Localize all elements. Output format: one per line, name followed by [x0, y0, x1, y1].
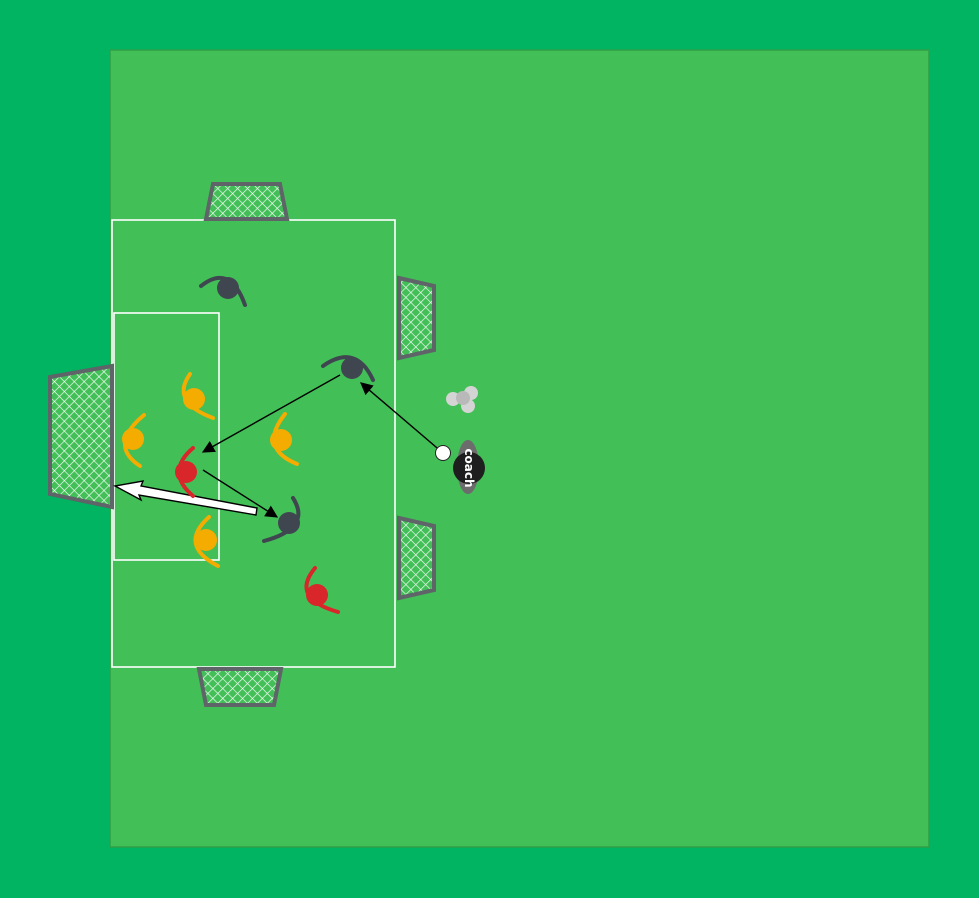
mini-goal-right-upper	[397, 275, 436, 361]
player-topdown-icon	[270, 412, 299, 466]
player-dark-2	[321, 355, 375, 382]
cones-icon	[446, 386, 478, 413]
player-topdown-icon	[304, 566, 340, 614]
goal-net-icon	[203, 182, 290, 221]
player-yellow-2	[122, 413, 146, 468]
player-topdown-icon	[181, 372, 215, 420]
shot-arrow	[112, 480, 258, 516]
player-dark-3	[262, 496, 301, 543]
pass-arrow-dark-to-red	[201, 374, 341, 453]
goal-net-icon	[397, 275, 436, 361]
ball-icon	[435, 445, 451, 461]
coach-marker: coach	[453, 440, 485, 494]
pitch	[109, 49, 930, 848]
mini-goal-right-lower	[397, 515, 436, 601]
pass-arrow-red-to-dark	[202, 469, 279, 518]
goal-net-icon	[196, 667, 284, 707]
player-yellow-1	[181, 372, 215, 420]
mini-goal-bottom	[196, 667, 284, 707]
player-yellow-4	[193, 515, 220, 568]
goal-large-left	[48, 363, 114, 510]
goal-net-icon	[48, 363, 114, 510]
player-topdown-icon	[175, 446, 197, 498]
player-topdown-icon	[262, 496, 301, 543]
player-topdown-icon	[199, 275, 247, 307]
goal-net-icon	[397, 515, 436, 601]
player-topdown-icon	[321, 355, 375, 382]
player-topdown-icon	[122, 413, 146, 468]
player-topdown-icon	[193, 515, 220, 568]
player-red-1	[175, 446, 197, 498]
coach-label: coach	[462, 448, 476, 487]
player-yellow-3	[270, 412, 299, 466]
player-red-2	[304, 566, 340, 614]
pass-arrow-coach	[360, 382, 444, 454]
player-dark-1	[199, 275, 247, 307]
mini-goal-top	[203, 182, 290, 221]
